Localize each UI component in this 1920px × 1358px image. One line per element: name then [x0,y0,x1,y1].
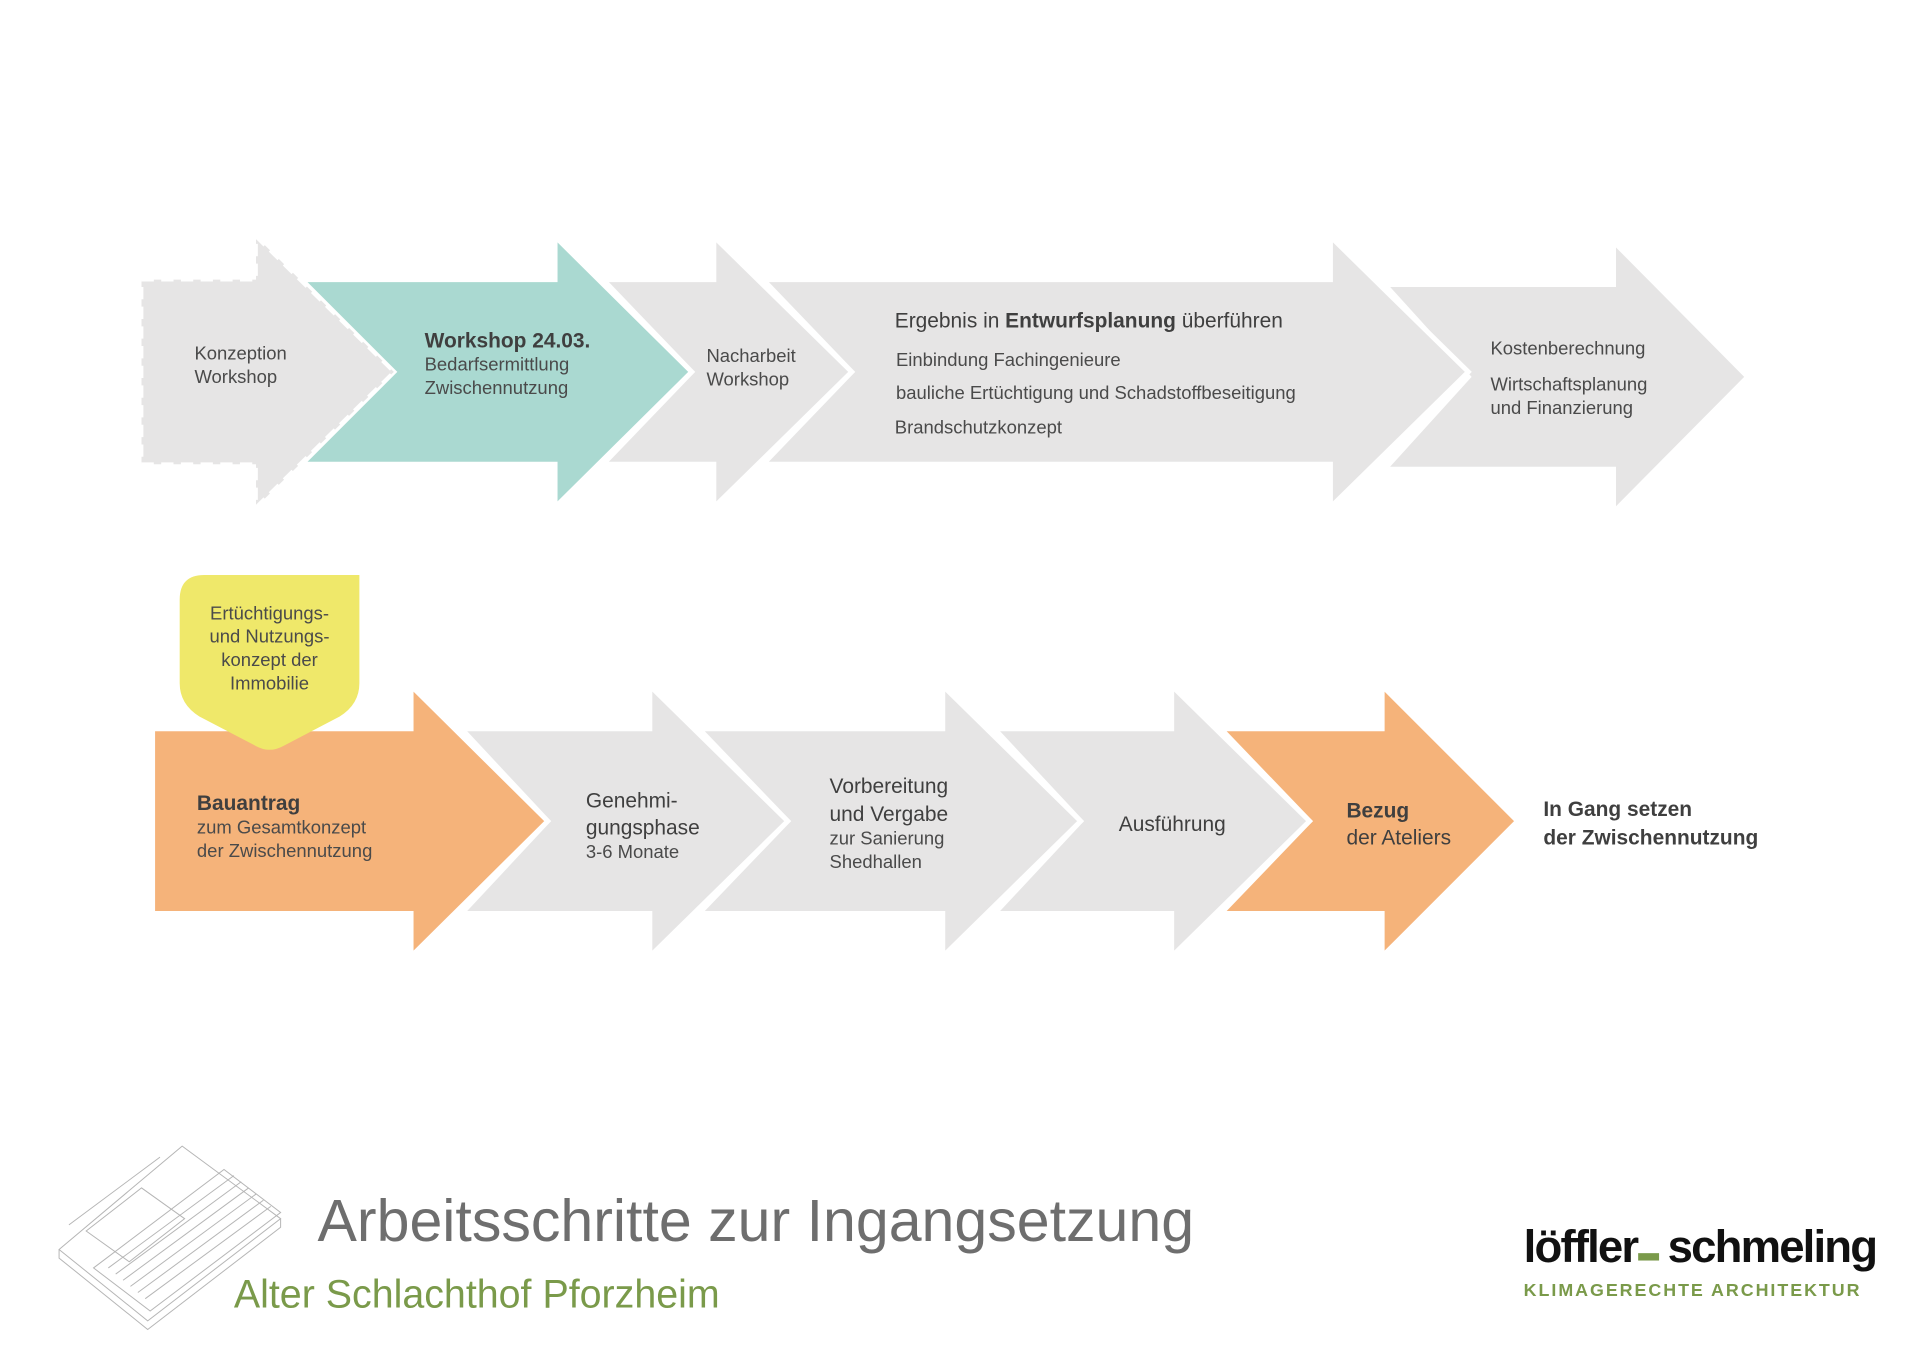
tag-line4: Immobilie [230,672,309,693]
entwurf-line1: Einbindung Fachingenieure [896,349,1121,370]
arrow-entwurfsplanung [1379,235,1752,519]
arrow-konzeption [139,232,397,512]
genehmigung-title1: Genehmi- [586,790,678,813]
kosten-line3: und Finanzierung [1490,397,1633,418]
kosten-line2: Wirtschaftsplanung [1490,373,1647,394]
bauantrag-title: Bauantrag [197,792,300,815]
logo-underscore [1638,1253,1660,1261]
vorbereitung-line2: Shedhallen [830,851,922,872]
logo-left: löffler [1524,1221,1640,1272]
ingang-line1: In Gang setzen [1543,798,1692,821]
page-subtitle: Alter Schlachthof Pforzheim [234,1272,720,1316]
entwurf-line2: bauliche Ertüchtigung und Schadstoffbese… [896,382,1296,403]
konzeption-line2: Workshop [194,366,277,387]
ingang-line2: der Zwischennutzung [1543,827,1758,850]
logo-right: schmeling [1668,1221,1877,1272]
vorbereitung-title2: und Vergabe [830,803,949,826]
tag-line1: Ertüchtigungs- [210,602,329,623]
bauantrag-line2: der Zwischennutzung [197,840,372,861]
building-sketch-icon [58,1145,282,1331]
logo-tagline: KLIMAGERECHTE ARCHITEKTUR [1524,1280,1862,1300]
workshop-title: Workshop 24.03. [425,329,591,352]
vorbereitung-line1: zur Sanierung [830,828,945,849]
nacharbeit-line1: Nacharbeit [706,345,795,366]
bezug-sub: der Ateliers [1346,827,1451,850]
vorbereitung-title1: Vorbereitung [830,775,949,798]
company-logo: löffler schmeling KLIMAGERECHTE ARCHITEK… [1524,1221,1878,1300]
bezug-title: Bezug [1346,799,1409,822]
nacharbeit-line2: Workshop [706,368,789,389]
konzept-tag [179,575,360,750]
kosten-line1: Kostenberechnung [1490,338,1645,359]
konzeption-line1: Konzeption [194,343,286,364]
bauantrag-line1: zum Gesamtkonzept [197,816,366,837]
page-title: Arbeitsschritte zur Ingangsetzung [318,1188,1195,1254]
entwurf-heading: Ergebnis in Entwurfsplanung überführen [895,310,1283,333]
arrow-kostenberechnung [757,230,1472,514]
arrow-bauantrag [150,679,552,963]
workshop-line1: Bedarfsermittlung [425,354,570,375]
workshop-line2: Zwischennutzung [425,377,569,398]
genehmigung-sub: 3-6 Monate [586,841,679,862]
tag-line3: konzept der [221,649,317,670]
tag-line2: und Nutzungs- [210,626,330,647]
genehmigung-title2: gungsphase [586,817,700,840]
ausfuehrung-title: Ausführung [1119,813,1226,836]
entwurf-line3: Brandschutzkonzept [895,416,1062,437]
